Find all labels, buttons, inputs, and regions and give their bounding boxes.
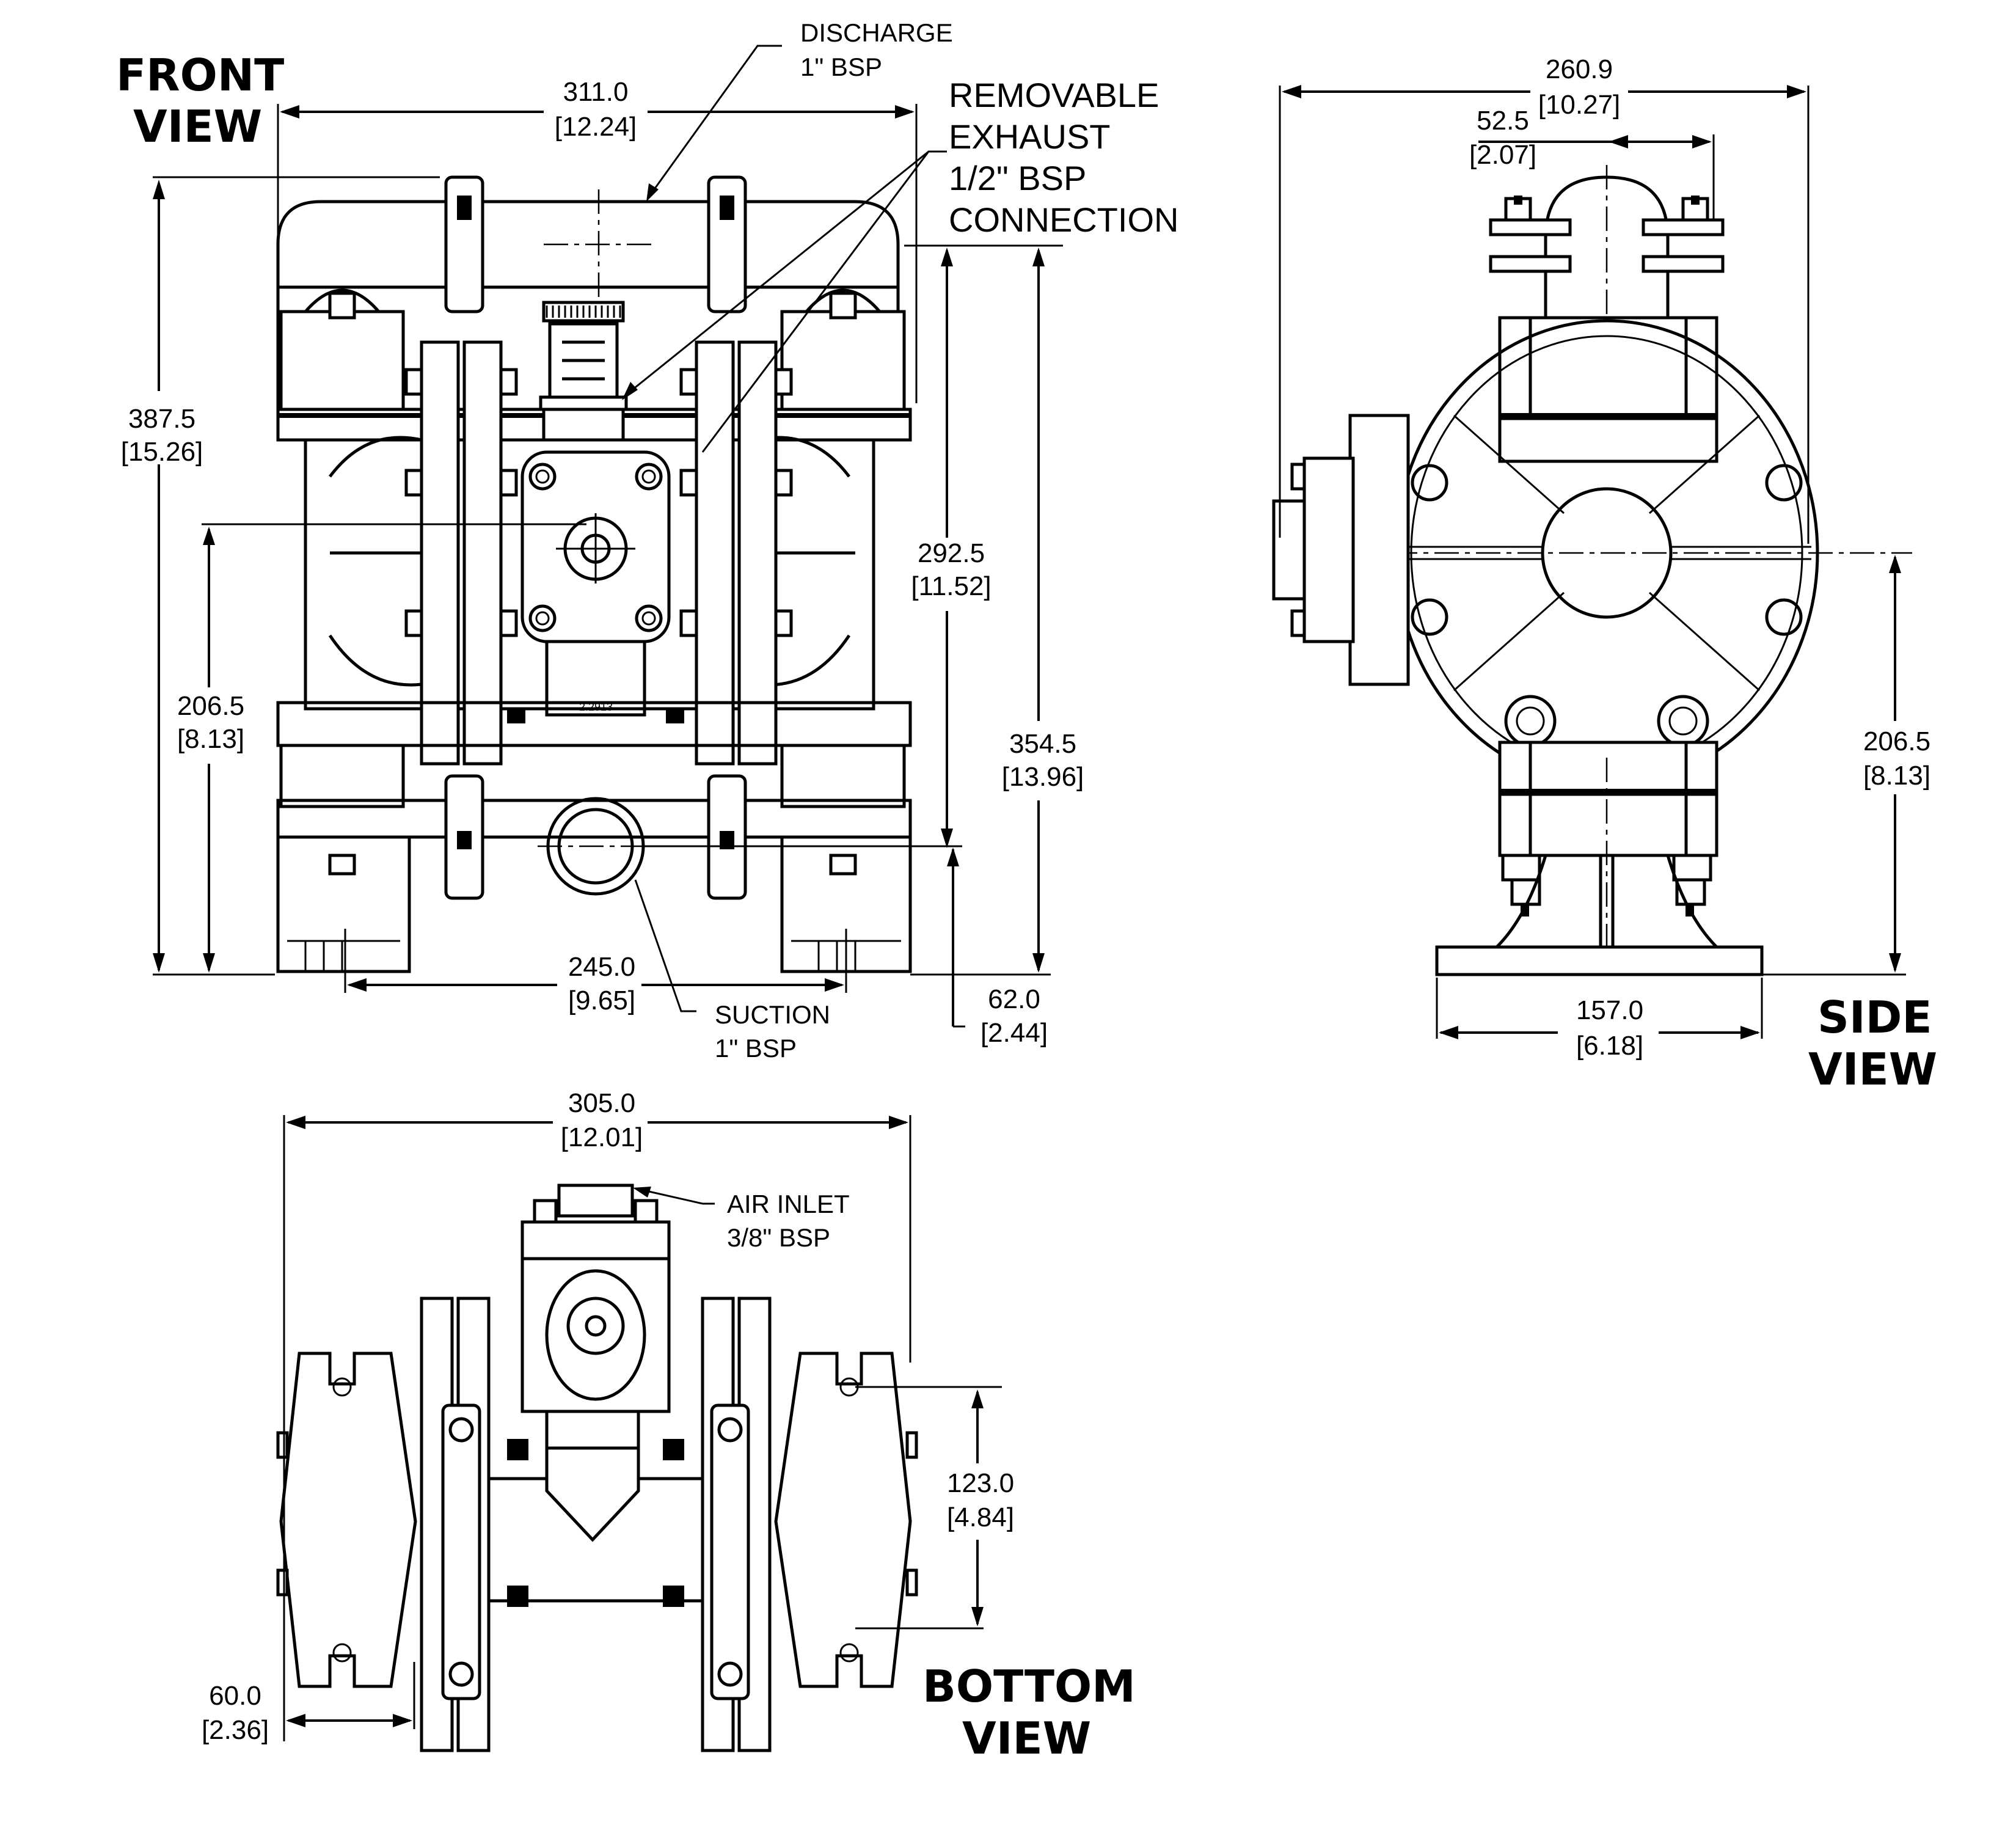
- discharge-leader: [646, 45, 782, 199]
- dim-mount-spacing-in: [4.84]: [947, 1502, 1014, 1532]
- dim-suction-height-mm: 62.0: [988, 984, 1040, 1014]
- side-upper-manifold: [1498, 316, 1718, 417]
- side-view-title-line2: VIEW: [1808, 1044, 1937, 1095]
- side-air-block: [1348, 414, 1410, 686]
- side-view: SIDE VIEW: [1272, 54, 1937, 1095]
- dim-total-height-in: [13.96]: [1002, 762, 1084, 792]
- diaphragm-plate-right-outer: [737, 340, 778, 766]
- exhaust-label-line3: 1/2" BSP: [949, 159, 1086, 197]
- exhaust-muffler: [539, 301, 628, 442]
- dim-front-center-height-mm: 206.5: [177, 691, 244, 721]
- bottom-pump-body: [276, 1184, 918, 1752]
- dim-front-center-height-in: [8.13]: [177, 724, 244, 754]
- dim-total-height-mm: 354.5: [1009, 729, 1076, 759]
- dim-side-offset-in: [2.07]: [1469, 140, 1536, 170]
- bottom-center-fitting: [545, 1446, 640, 1542]
- exhaust-label-line1: REMOVABLE: [949, 76, 1159, 114]
- exhaust-label-line4: CONNECTION: [949, 200, 1178, 239]
- side-pump-body: [1272, 165, 1912, 976]
- suction-leader: [634, 879, 696, 1012]
- dim-front-height-in: [15.26]: [121, 437, 203, 467]
- valve-housing-top-right: [780, 310, 906, 411]
- bottom-view: BOTTOM VIEW: [202, 1088, 1136, 1764]
- front-view-title-line2: VIEW: [133, 101, 262, 152]
- bottom-view-title-line2: VIEW: [962, 1713, 1091, 1764]
- clamp-top-left: [444, 175, 484, 313]
- dim-front-width-mm: 311.0: [563, 77, 629, 107]
- air-inlet-label-line1: AIR INLET: [727, 1190, 850, 1218]
- air-inlet-port: [557, 1184, 634, 1218]
- exhaust-label-line2: EXHAUST: [949, 117, 1111, 156]
- side-view-title-line1: SIDE: [1817, 992, 1932, 1043]
- dim-suction-height-in: [2.44]: [981, 1018, 1048, 1048]
- bottom-dimensions: 305.0 [12.01] 123.0 [4.84] 60.0 [2.36]: [202, 1088, 1014, 1745]
- valve-housing-top-left: [279, 310, 405, 411]
- side-base-plate: [1435, 945, 1764, 976]
- air-valve-block: 2.2913: [507, 450, 684, 723]
- front-view-title-line1: FRONT: [116, 49, 284, 101]
- diaphragm-plate-right-inner: [695, 340, 735, 766]
- dim-bottom-width-mm: 305.0: [568, 1088, 635, 1118]
- dim-side-base-width-in: [6.18]: [1576, 1031, 1643, 1061]
- dim-side-base-width-mm: 157.0: [1576, 995, 1643, 1025]
- dim-edge-offset-mm: 60.0: [209, 1681, 261, 1711]
- air-inlet-label-line2: 3/8" BSP: [727, 1223, 830, 1252]
- side-dimensions: 260.9 [10.27] 52.5 [2.07] 206.5 [8.13]: [1279, 54, 1930, 1061]
- dim-side-center-height-in: [8.13]: [1863, 761, 1930, 791]
- discharge-manifold: [276, 200, 900, 409]
- bottom-view-title-line1: BOTTOM: [922, 1661, 1136, 1712]
- suction-label-line2: 1" BSP: [715, 1034, 797, 1063]
- dim-side-offset-mm: 52.5: [1477, 106, 1529, 136]
- suction-label-line1: SUCTION: [715, 1000, 830, 1029]
- dim-side-center-height-mm: 206.5: [1863, 726, 1930, 756]
- dim-discharge-height-mm: 292.5: [918, 538, 985, 568]
- dim-side-depth-mm: 260.9: [1546, 54, 1613, 84]
- diaphragm-plate-left-inner: [462, 340, 503, 766]
- foot-left: [276, 837, 411, 973]
- clamp-top-right: [707, 175, 747, 313]
- discharge-label-line2: 1" BSP: [800, 53, 882, 81]
- air-inlet-callout: AIR INLET 3/8" BSP: [633, 1187, 850, 1252]
- dim-base-span-mm: 245.0: [568, 952, 635, 982]
- discharge-label-line1: DISCHARGE: [800, 18, 953, 47]
- front-pump-body: 2.2913: [276, 175, 912, 973]
- bottom-foot-left: [279, 1352, 417, 1688]
- bottom-foot-right: [774, 1352, 912, 1688]
- dim-front-height-mm: 387.5: [128, 404, 195, 434]
- dim-mount-spacing-mm: 123.0: [947, 1468, 1014, 1498]
- front-dimensions: 311.0 [12.24] 387.5 [15.26] 206.5 [8.13]: [121, 77, 1084, 1048]
- dim-side-depth-in: [10.27]: [1538, 90, 1621, 120]
- front-view: FRONT VIEW: [116, 18, 1178, 1063]
- air-inlet-leader: [635, 1187, 715, 1205]
- dim-front-width-in: [12.24]: [555, 112, 637, 142]
- diaphragm-plate-left-outer: [420, 340, 460, 766]
- dim-bottom-width-in: [12.01]: [561, 1122, 643, 1152]
- dim-base-span-in: [9.65]: [568, 986, 635, 1015]
- dim-discharge-height-in: [11.52]: [911, 571, 991, 601]
- front-callouts: DISCHARGE 1" BSP REMOVABLE EXHAUST 1/2" …: [622, 18, 1178, 1063]
- dim-edge-offset-in: [2.36]: [202, 1715, 269, 1745]
- plate-bolts: [404, 368, 793, 637]
